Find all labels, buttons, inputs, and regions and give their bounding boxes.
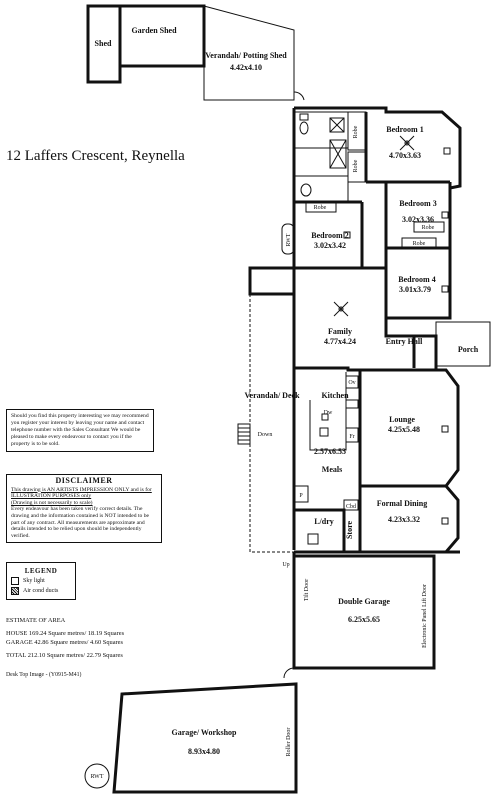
porch-label: Porch	[458, 345, 479, 354]
garage-workshop-outline	[112, 682, 298, 794]
porch-outline	[435, 321, 491, 367]
store-label: Store	[345, 521, 354, 540]
legend-title: LEGEND	[24, 567, 58, 575]
dw-label: Dw	[324, 410, 333, 416]
disclaimer-title: DISCLAIMER	[55, 476, 113, 485]
bedroom2-dim: 3.02x3.42	[314, 241, 346, 250]
bedroom2-label: Bedroom 2	[311, 231, 348, 240]
bathroom-2	[293, 175, 349, 203]
up-label: Up	[282, 562, 289, 568]
rwt-label: RWT	[286, 233, 292, 246]
robe-3	[305, 201, 337, 213]
robe-label: Robe	[314, 205, 327, 211]
lounge-label: Lounge	[389, 415, 415, 424]
deck-steps	[237, 423, 251, 445]
disclaimer-line1: This drawing is AN ARTISTS IMPRESSION ON…	[11, 486, 152, 500]
disclaimer-box: DISCLAIMER This drawing is AN ARTISTS IM…	[6, 474, 162, 544]
kitchen-dim: 2.57x6.53	[314, 447, 346, 456]
pantry-box	[293, 485, 309, 503]
double-garage-label: Double Garage	[338, 597, 390, 606]
air-duct-icon	[11, 586, 19, 595]
rainwater-tank-icon	[281, 223, 295, 255]
air-duct-icon	[443, 147, 451, 155]
bedroom4-label: Bedroom 4	[398, 275, 435, 284]
entry-hall-label: Entry Hall	[386, 337, 423, 346]
garden-shed-outline	[118, 4, 206, 68]
air-duct-icon	[321, 413, 329, 421]
legend-box: LEGEND Sky light Air cond ducts	[6, 562, 76, 600]
robe-label: Robe	[422, 225, 435, 231]
bedroom1-label: Bedroom 1	[386, 125, 423, 134]
kitchen-label: Kitchen	[321, 391, 349, 400]
ceiling-fan-icon	[333, 301, 349, 317]
double-garage-dim: 6.25x5.65	[348, 615, 380, 624]
area-estimate: ESTIMATE OF AREA HOUSE 169.24 Square met…	[6, 617, 124, 661]
family-dim: 4.77x4.24	[324, 337, 356, 346]
garage-workshop-label: Garage/ Workshop	[172, 728, 238, 737]
bedroom4-dim: 3.01x3.79	[399, 285, 431, 294]
ov-label: Ov	[348, 380, 355, 386]
formal-dining-label: Formal Dining	[377, 499, 427, 508]
air-duct-icon	[441, 211, 449, 219]
family-label: Family	[328, 327, 352, 336]
air-duct-icon	[441, 285, 449, 293]
estimate-total-row: TOTAL 212.10 Square metres/ 22.79 Square…	[6, 652, 123, 660]
robe-label: Robe	[353, 125, 359, 138]
robe-4	[401, 237, 437, 249]
robe-5	[413, 221, 445, 233]
bathroom-1	[293, 111, 349, 149]
double-garage-outline	[292, 554, 436, 670]
garage-workshop-dim: 8.93x4.80	[188, 747, 220, 756]
rwt-label: RWT	[91, 774, 104, 780]
robe-label: Robe	[353, 159, 359, 172]
bedroom1-dim: 4.70x3.63	[389, 151, 421, 160]
roller-door-label: Roller Door	[286, 728, 292, 757]
ceiling-fan-icon	[399, 135, 415, 151]
down-label: Down	[258, 432, 273, 438]
verandah-potting-label: Verandah/ Potting Shed	[205, 51, 287, 60]
lounge-dim: 4.25x5.48	[388, 425, 420, 434]
house-walls	[237, 106, 491, 554]
formal-dining-dim: 4.23x3.32	[388, 515, 420, 524]
pantry-label: P	[299, 493, 303, 499]
meals-label: Meals	[322, 465, 342, 474]
laundry-label: L/dry	[314, 517, 334, 526]
image-code: Desk Top Image - (Y0915-M41)	[6, 672, 82, 678]
air-duct-icon	[441, 425, 449, 433]
robe-label: Robe	[413, 241, 426, 247]
property-address: 12 Laffers Crescent, Reynella	[6, 148, 185, 164]
bedroom3-label: Bedroom 3	[399, 199, 436, 208]
legend-item-air-cond: Air cond ducts	[11, 586, 71, 596]
shed-label: Shed	[95, 39, 112, 48]
verandah-potting-outline	[203, 5, 295, 101]
verandah-potting-dim: 4.42x4.10	[230, 63, 262, 72]
disclaimer-line3: Every endeavour has been taken verify co…	[11, 506, 149, 539]
estimate-house-row: HOUSE 169.24 Square metres/ 18.19 Square…	[6, 630, 125, 638]
estimate-title: ESTIMATE OF AREA	[6, 617, 66, 624]
shower-1	[329, 139, 347, 169]
estimate-garage-row: GARAGE 42.86 Square metres/ 4.60 Squares	[6, 638, 123, 646]
air-duct-icon	[343, 231, 351, 239]
garden-shed-label: Garden Shed	[131, 26, 177, 35]
interest-notice: Should you find this property interestin…	[6, 409, 154, 452]
legend-item-sky-light: Sky light	[11, 576, 71, 586]
tilt-door-label: Tilt Door	[304, 579, 310, 601]
electronic-door-label: Electronic Panel Lift Door	[421, 584, 428, 648]
shed-block	[86, 4, 295, 101]
verandah-deck-label: Verandah/ Deck	[244, 391, 300, 400]
cbd-label: Cbd	[346, 504, 356, 510]
fr-label: Fr	[349, 434, 354, 440]
sky-light-icon	[11, 576, 19, 585]
rainwater-tank-icon	[84, 763, 110, 789]
disclaimer-line2: (Drawing is not necessarily to scale)	[11, 499, 93, 506]
bedroom3-dim: 3.02x3.36	[402, 215, 434, 224]
air-duct-icon	[441, 517, 449, 525]
